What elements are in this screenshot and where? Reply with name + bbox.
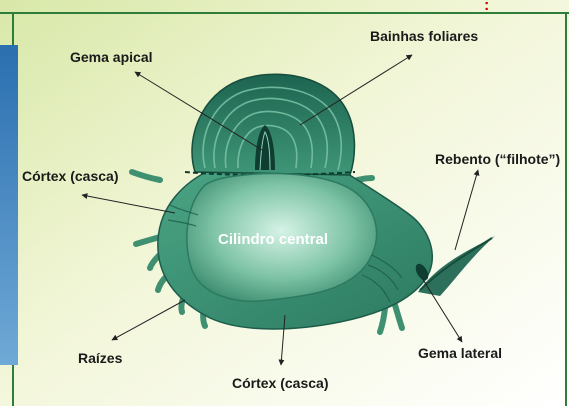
label-rebento: Rebento (“filhote”)	[435, 151, 560, 167]
side-bar	[0, 45, 18, 365]
corner-mark: :	[484, 0, 489, 15]
label-gema-lateral: Gema lateral	[418, 345, 502, 361]
label-raizes: Raízes	[78, 350, 122, 366]
label-cilindro-central: Cilindro central	[218, 231, 328, 248]
label-cortex-bottom: Córtex (casca)	[232, 375, 329, 391]
label-cortex-top: Córtex (casca)	[22, 168, 119, 184]
label-gema-apical: Gema apical	[70, 49, 153, 65]
label-bainhas-foliares: Bainhas foliares	[370, 28, 478, 44]
